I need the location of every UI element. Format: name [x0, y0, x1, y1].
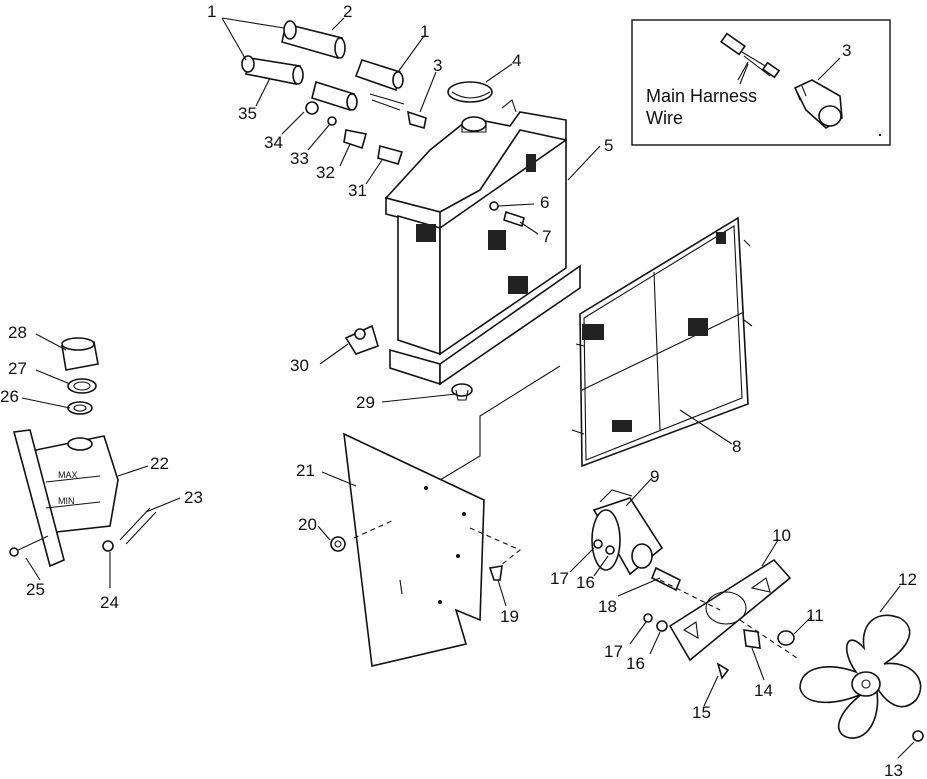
callout-26: 26: [0, 387, 19, 406]
callout-16b: 16: [626, 654, 645, 673]
callout-24: 24: [100, 593, 119, 612]
fitting-34: [305, 101, 319, 115]
callout-1b: 1: [420, 22, 429, 41]
radiator-5: [384, 99, 581, 386]
leader-lines: [21, 17, 915, 759]
callout-20: 20: [298, 515, 317, 534]
nut-13: [912, 730, 924, 742]
shroud-panel-21: [343, 432, 485, 667]
nut-20: [330, 536, 346, 552]
gasket-26: [67, 401, 93, 415]
callout-21: 21: [296, 461, 315, 480]
fan-bracket-10: [668, 558, 792, 662]
callout-16a: 16: [576, 573, 595, 592]
callout-30: 30: [290, 356, 309, 375]
callout-31: 31: [348, 181, 367, 200]
callout-18: 18: [598, 597, 617, 616]
fitting-32: [343, 129, 368, 150]
callout-4: 4: [512, 51, 521, 70]
grommet-6: [489, 201, 499, 211]
callout-28: 28: [8, 323, 27, 342]
callout-32: 32: [316, 163, 335, 182]
sensor-3-wire: [369, 93, 427, 130]
callout-2: 2: [343, 2, 352, 21]
callout-25: 25: [26, 580, 45, 599]
callout-27: 27: [8, 359, 27, 378]
inset-label-line1: Main Harness: [646, 86, 757, 106]
callout-1a: 1: [207, 2, 216, 21]
callout-17b: 17: [604, 642, 623, 661]
fan-blade-12: [799, 614, 922, 739]
callout-5: 5: [604, 136, 613, 155]
hose-upper-2: [281, 20, 346, 60]
radiator-cap-4: [447, 81, 493, 103]
callout-12: 12: [898, 570, 917, 589]
fan-motor-9: [591, 489, 664, 576]
washer-17b: [643, 613, 653, 623]
callout-33: 33: [290, 149, 309, 168]
radiator-screen-8: [571, 216, 753, 468]
hose-clamp-24: [102, 540, 114, 552]
nut-16b: [656, 620, 668, 632]
shaft-18: [650, 566, 682, 592]
callout-19: 19: [500, 607, 519, 626]
callout-15: 15: [692, 703, 711, 722]
washer-17a: [593, 539, 603, 549]
bolt-7: [503, 210, 525, 228]
callout-14: 14: [754, 681, 773, 700]
callout-11: 11: [806, 606, 824, 625]
temperature-sensor-icon: [793, 79, 843, 129]
overflow-tank-22: MAX MIN: [12, 429, 119, 568]
harness-connector-icon: [720, 32, 781, 81]
inset-callout-3: 3: [842, 41, 851, 60]
gasket-27: [67, 378, 97, 394]
inset-panel: Main Harness Wire 3: [631, 19, 891, 146]
bracket-30: [344, 324, 379, 355]
inset-label-line2: Wire: [646, 108, 683, 128]
bolt-14: [743, 629, 761, 649]
callout-13: 13: [884, 761, 903, 779]
callout-7: 7: [542, 227, 551, 246]
callout-17a: 17: [550, 569, 569, 588]
callout-29: 29: [356, 393, 375, 412]
callout-34: 34: [264, 133, 283, 152]
screw-25: [9, 535, 49, 557]
fitting-31: [377, 144, 404, 165]
callout-10: 10: [772, 526, 791, 545]
callout-8: 8: [732, 437, 741, 456]
spacer-11: [777, 630, 795, 646]
tank-min-label: MIN: [58, 496, 75, 506]
hose-small: [311, 80, 358, 112]
callout-9: 9: [650, 467, 659, 486]
grommet-19: [488, 565, 503, 581]
bolt-15: [716, 662, 730, 680]
callout-23: 23: [184, 488, 203, 507]
tank-max-label: MAX: [58, 470, 78, 480]
hose-23: [119, 507, 157, 545]
hose-lower-35: [241, 55, 304, 85]
callout-3a: 3: [433, 56, 442, 75]
hose-1b: [354, 59, 404, 92]
callout-6: 6: [540, 193, 549, 212]
washer-33: [327, 116, 337, 126]
callout-22: 22: [150, 454, 169, 473]
callout-35: 35: [238, 104, 257, 123]
tank-cap-28: [61, 337, 99, 371]
nut-16a: [605, 545, 615, 555]
grommet-29: [451, 383, 473, 401]
